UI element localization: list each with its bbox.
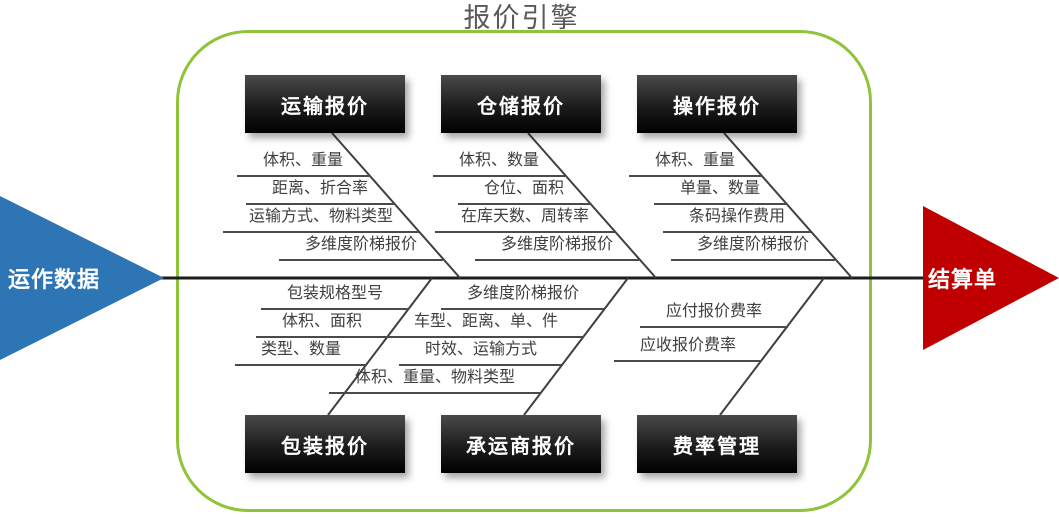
diagram-title: 报价引擎 bbox=[463, 3, 580, 33]
output-arrow-label: 结算单 bbox=[928, 267, 998, 292]
branch-item: 包装规格型号 bbox=[260, 282, 409, 310]
branch-item: 体积、面积 bbox=[255, 310, 388, 338]
branch-item: 体积、重量、物料类型 bbox=[328, 366, 541, 394]
branch-box-warehouse: 仓储报价 bbox=[441, 75, 601, 133]
branch-item: 体积、重量 bbox=[628, 149, 761, 177]
branch-line-carrier bbox=[523, 277, 629, 416]
branch-item: 仓位、面积 bbox=[457, 177, 590, 205]
branch-item: 应收报价费率 bbox=[613, 334, 762, 362]
branch-item: 在库天数、周转率 bbox=[434, 205, 615, 233]
branch-item: 多维度阶梯报价 bbox=[474, 233, 639, 261]
branch-item: 运输方式、物料类型 bbox=[222, 205, 419, 233]
branch-line-warehouse bbox=[527, 132, 657, 279]
branch-item: 体积、重量 bbox=[236, 149, 369, 177]
branch-line-operation bbox=[723, 132, 853, 279]
branch-line-rate bbox=[719, 277, 825, 416]
branch-box-label: 包装报价 bbox=[281, 435, 369, 458]
branch-box-transport: 运输报价 bbox=[245, 75, 405, 133]
branch-item: 多维度阶梯报价 bbox=[670, 233, 835, 261]
branch-item: 类型、数量 bbox=[234, 338, 367, 366]
branch-box-label: 运输报价 bbox=[281, 95, 369, 118]
branch-item: 多维度阶梯报价 bbox=[278, 233, 443, 261]
branch-box-rate: 费率管理 bbox=[637, 415, 797, 473]
branch-item: 应付报价费率 bbox=[639, 300, 788, 328]
branch-item: 时效、运输方式 bbox=[398, 338, 563, 366]
branch-line-transport bbox=[331, 132, 461, 279]
diagram-frame bbox=[176, 30, 872, 512]
branch-box-label: 费率管理 bbox=[673, 435, 761, 458]
branch-item: 距离、折合率 bbox=[245, 177, 394, 205]
branch-box-carrier: 承运商报价 bbox=[441, 415, 601, 473]
branch-box-label: 承运商报价 bbox=[466, 435, 576, 458]
branch-item: 多维度阶梯报价 bbox=[440, 282, 605, 310]
branch-item: 单量、数量 bbox=[653, 177, 786, 205]
branch-item: 体积、数量 bbox=[432, 149, 565, 177]
branch-box-label: 操作报价 bbox=[673, 95, 761, 118]
branch-box-operation: 操作报价 bbox=[637, 75, 797, 133]
branch-item: 车型、距离、单、件 bbox=[387, 310, 584, 338]
branch-item: 条码操作费用 bbox=[662, 205, 811, 233]
input-arrow-label: 运作数据 bbox=[8, 267, 101, 292]
branch-box-label: 仓储报价 bbox=[477, 95, 565, 118]
branch-box-packaging: 包装报价 bbox=[245, 415, 405, 473]
